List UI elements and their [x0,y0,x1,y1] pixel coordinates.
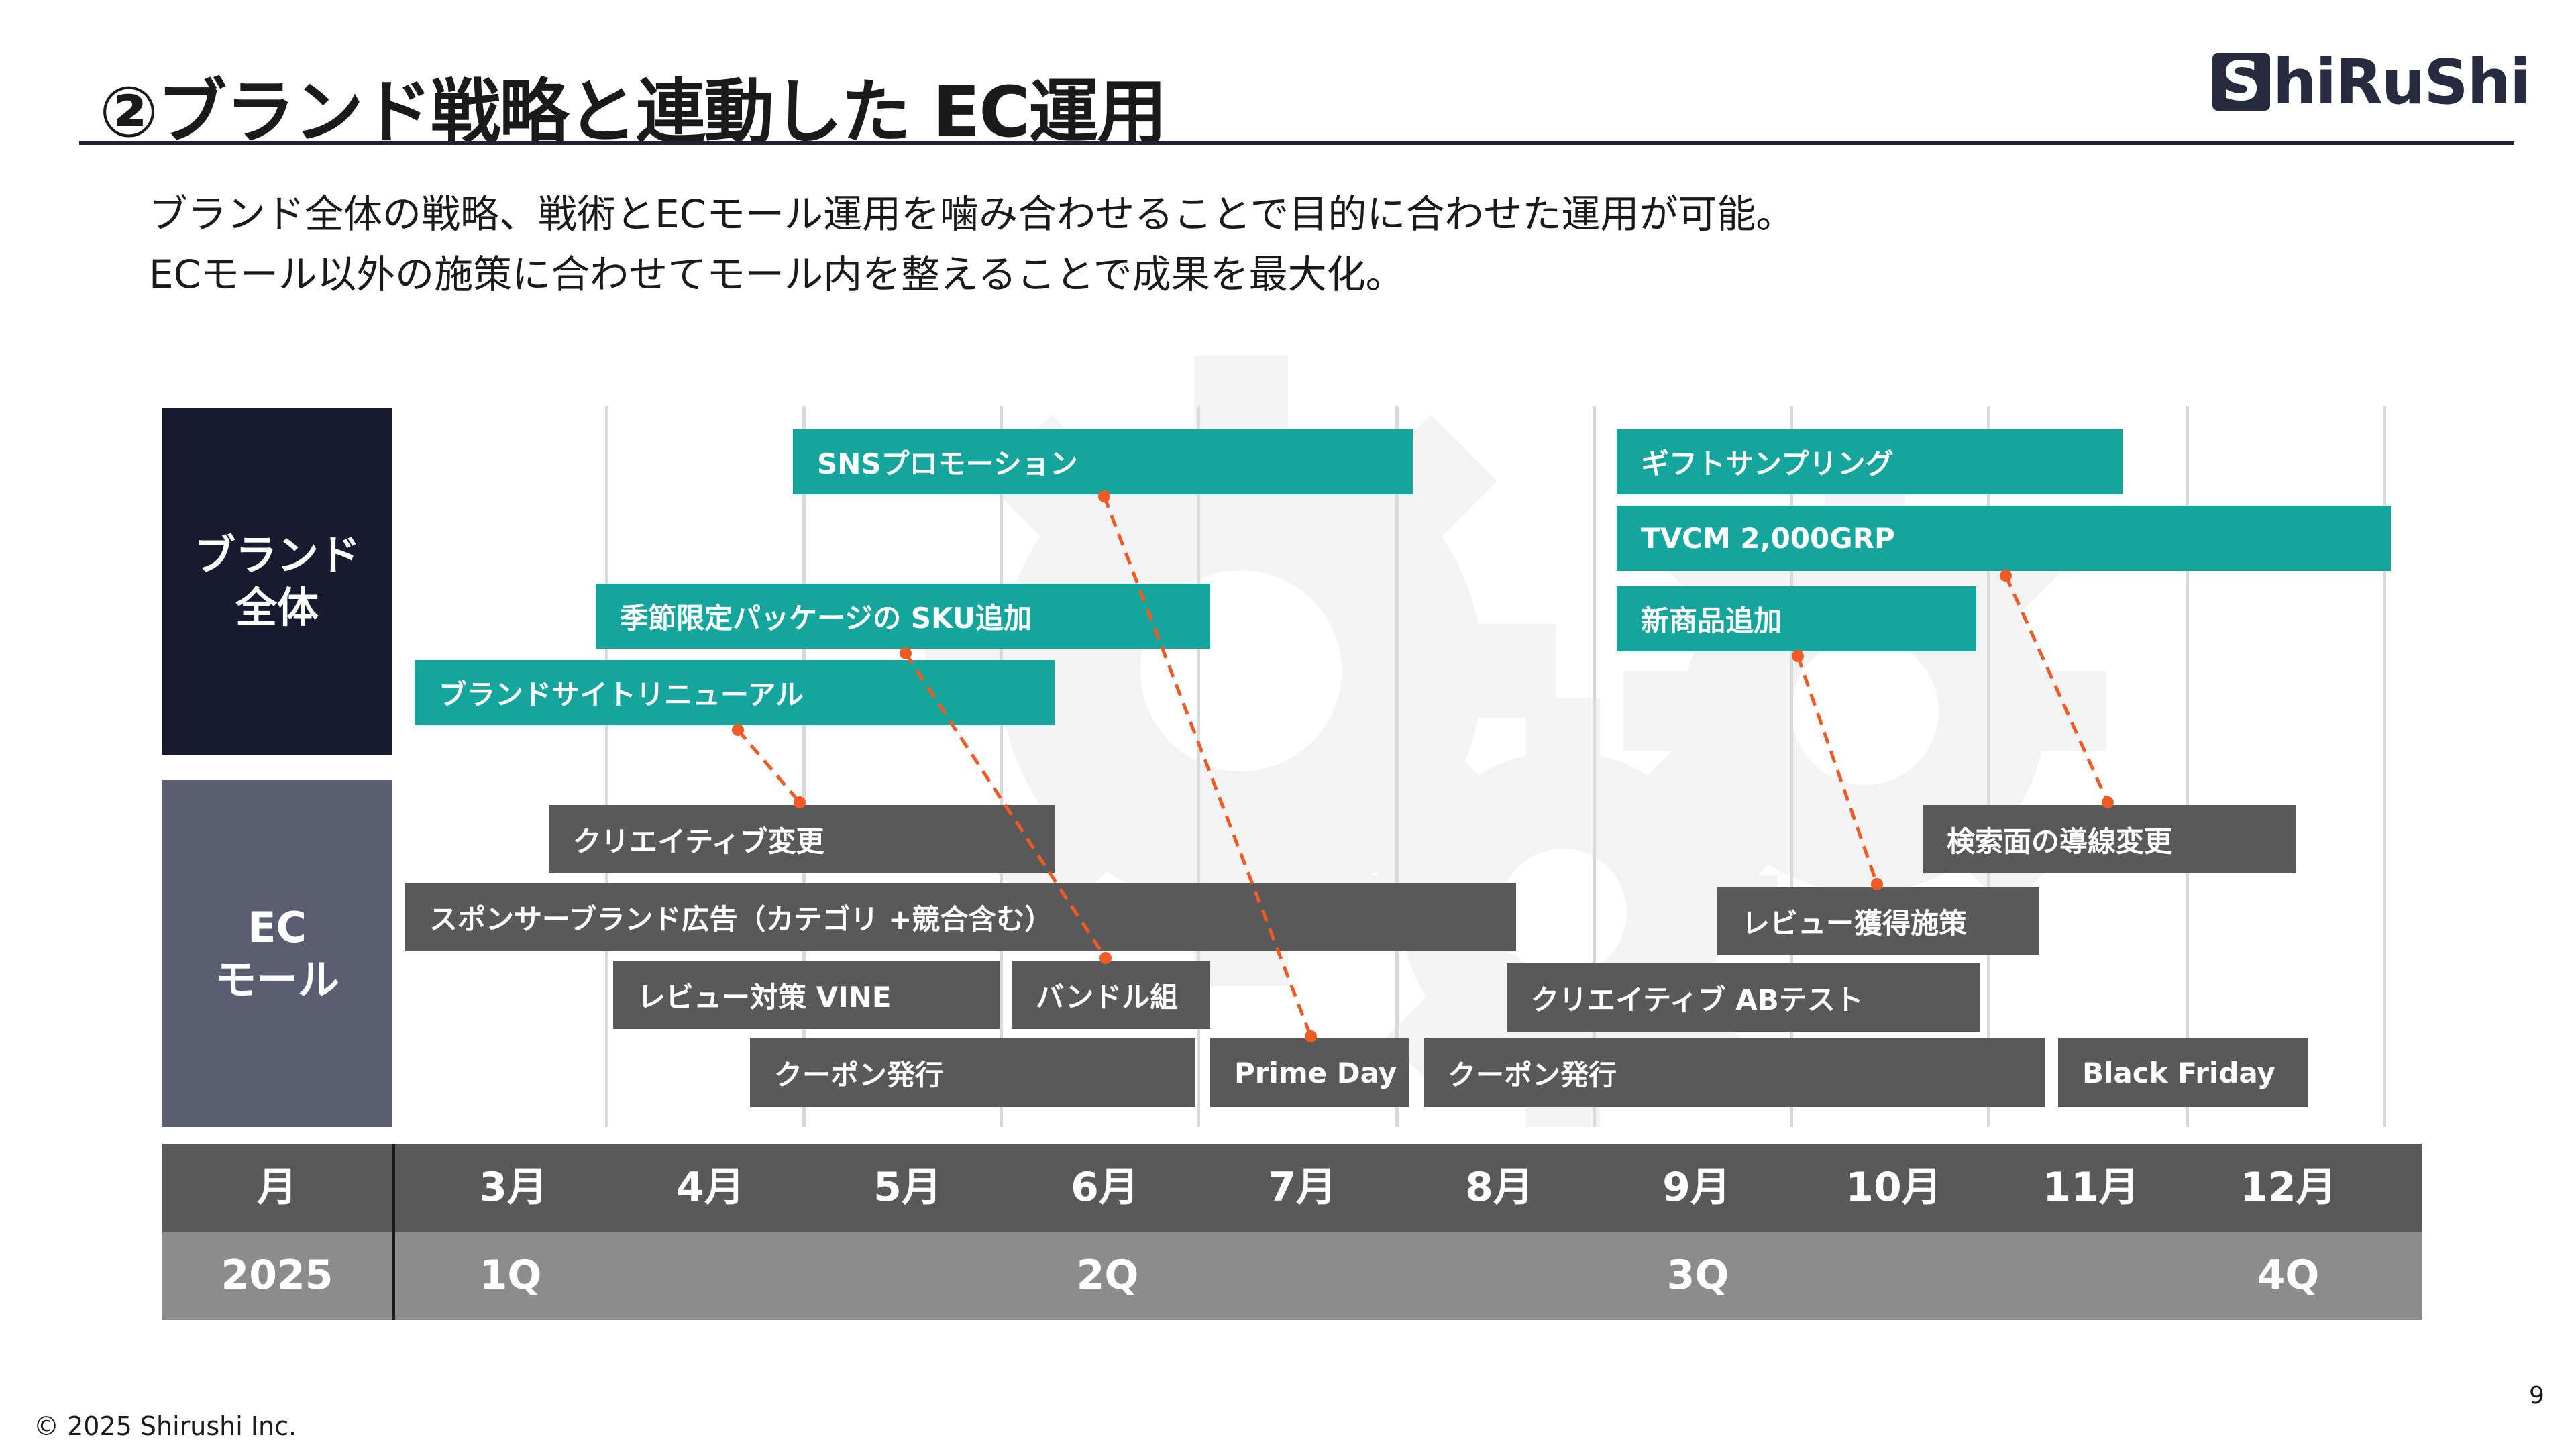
month-9: 9月 [1662,1164,1731,1211]
ec-bar-search-flow: 検索面の導線変更 [1923,805,2296,873]
ec-bar-bundle: バンドル組 [1012,961,1210,1029]
gridline-11 [2186,406,2189,1127]
brand-bar-new-product: 新商品追加 [1617,586,1976,651]
gridline-4 [802,406,806,1127]
shirushi-logo: S hiRuShi [2212,46,2531,118]
gridline-12 [2383,406,2386,1127]
category-brand: ブランド 全体 [162,408,392,755]
gridline-6 [1197,406,1200,1127]
quarter-2q: 2Q [1076,1252,1139,1299]
month-3: 3月 [479,1164,547,1211]
connector-tvcm-to-search [2004,574,2110,804]
month-5: 5月 [873,1164,942,1211]
ec-bar-creative-change: クリエイティブ変更 [549,805,1055,873]
month-7: 7月 [1268,1164,1336,1211]
connector-seasonal-to-bundle [904,652,1108,959]
axis-year: 2025 [221,1252,333,1299]
gridline-10 [1987,406,1990,1127]
connector-dot [1871,878,1883,890]
ec-bar-coupon-1: クーポン発行 [750,1038,1195,1107]
ec-bar-prime-day: Prime Day [1210,1038,1409,1107]
connector-sns-to-prime-day [1102,496,1313,1037]
month-12: 12月 [2240,1164,2337,1211]
gridline-3 [605,406,608,1127]
gridline-8 [1593,406,1596,1127]
quarter-axis-row [162,1232,2422,1320]
title-divider [79,141,2514,145]
month-8: 8月 [1465,1164,1534,1211]
gridline-5 [1000,406,1003,1127]
logo-mark-icon: S [2212,53,2270,111]
ec-bar-review-acquisition: レビュー獲得施策 [1717,887,2039,955]
brand-bar-gift-sampling: ギフトサンプリング [1617,429,2123,494]
brand-bar-tvcm: TVCM 2,000GRP [1617,506,2391,571]
copyright: © 2025 Shirushi Inc. [34,1411,297,1441]
ec-bar-creative-ab-test: クリエイティブ ABテスト [1507,963,1980,1032]
logo-text: hiRuShi [2273,46,2531,118]
connector-dot [1099,952,1112,964]
brand-bar-site-renewal: ブランドサイトリニューアル [415,660,1055,725]
slide-title: ②ブランド戦略と連動した EC運用 [99,71,1167,153]
month-11: 11月 [2043,1164,2139,1211]
quarter-1q: 1Q [479,1252,542,1299]
brand-bar-sns-promotion: SNSプロモーション [793,429,1413,494]
connector-site-to-creative [737,729,801,804]
quarter-3q: 3Q [1666,1252,1729,1299]
brand-bar-seasonal-package: 季節限定パッケージの SKU追加 [596,584,1210,649]
ec-bar-coupon-2: クーポン発行 [1424,1038,2045,1107]
connector-dot [900,647,912,659]
connector-dot [2000,570,2012,582]
connector-new-product-to-review [1796,655,1879,885]
quarter-4q: 4Q [2257,1252,2320,1299]
category-ec-mall: EC モール [162,780,392,1127]
description-line-1: ブランド全体の戦略、戦術とECモール運用を噛み合わせることで目的に合わせた運用が… [149,191,1795,237]
axis-month-header: 月 [257,1164,297,1211]
ec-bar-review-vine: レビュー対策 VINE [613,961,1000,1029]
month-4: 4月 [676,1164,745,1211]
connector-dot [732,724,744,736]
ec-bar-black-friday: Black Friday [2058,1038,2308,1107]
connector-dot [794,796,806,808]
ec-bar-sponsored-brand-ads: スポンサーブランド広告（カテゴリ +競合含む） [405,883,1516,951]
connector-dot [1098,490,1110,502]
description-line-2: ECモール以外の施策に合わせてモール内を整えることで成果を最大化。 [149,252,1405,297]
month-6: 6月 [1071,1164,1139,1211]
month-10: 10月 [1845,1164,1942,1211]
connector-dot [2102,796,2114,808]
connector-dot [1305,1030,1317,1042]
connector-dot [1792,650,1804,662]
gridline-9 [1790,406,1793,1127]
gridline-7 [1395,406,1399,1127]
page-number: 9 [2529,1382,2544,1409]
axis-divider [392,1144,395,1320]
month-axis-row [162,1144,2422,1232]
